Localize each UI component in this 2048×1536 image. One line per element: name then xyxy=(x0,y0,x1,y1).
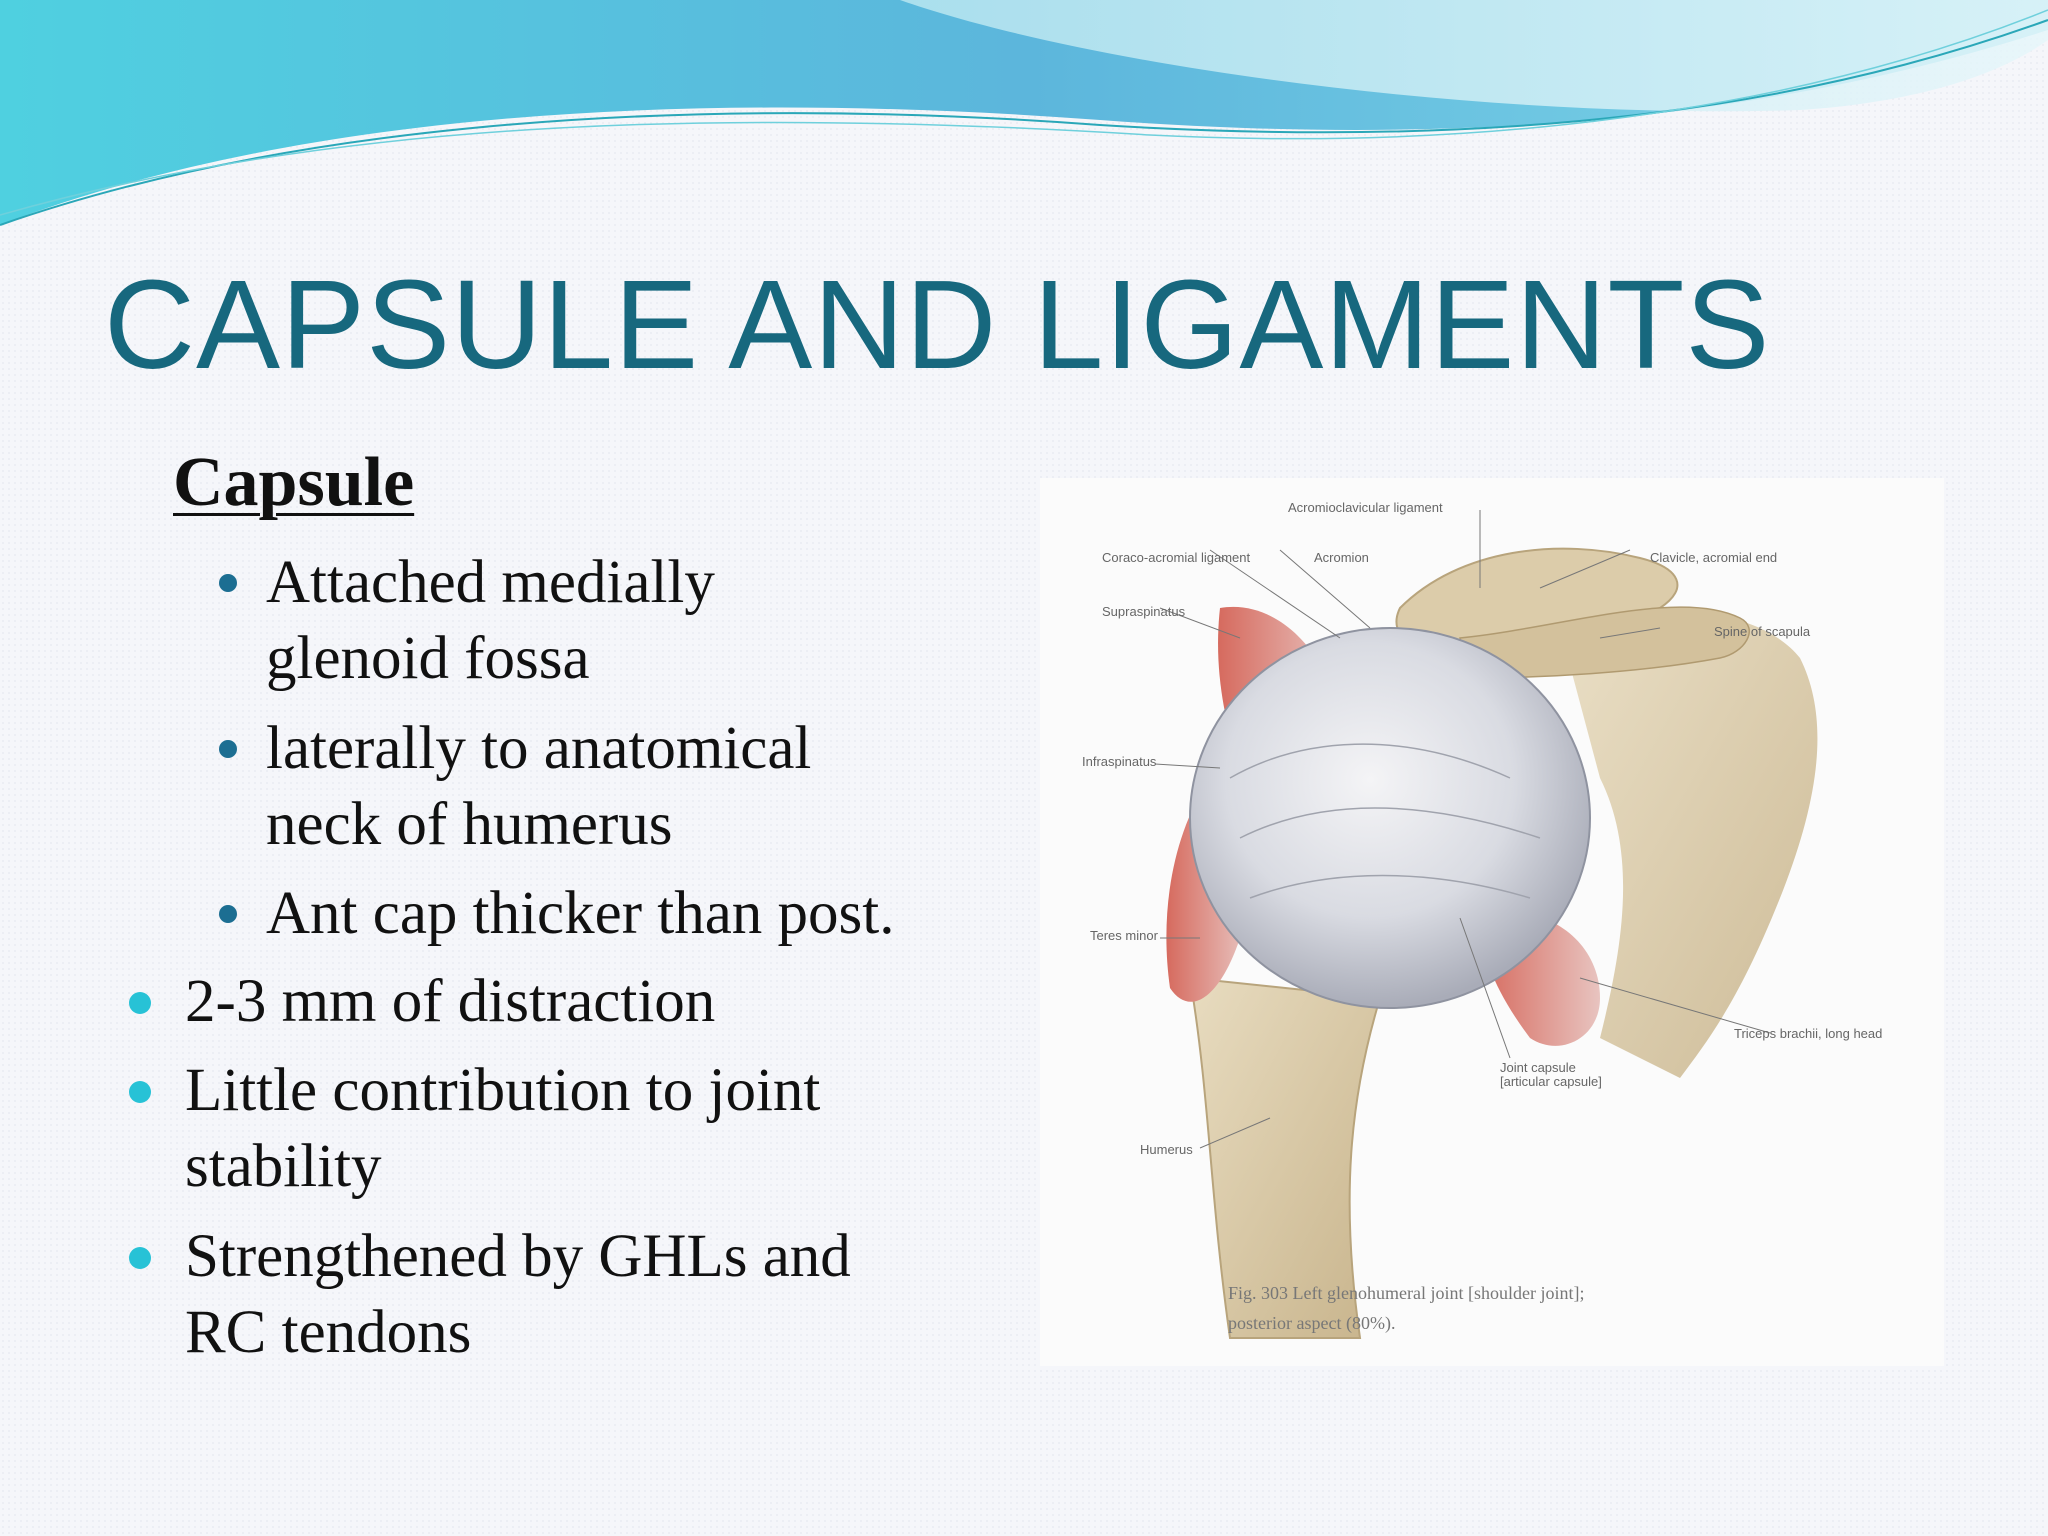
label-acromion: Acromion xyxy=(1314,550,1369,565)
sub-bullet-item: laterally to anatomical neck of humerus xyxy=(266,711,811,863)
bullet-dot xyxy=(219,905,237,923)
bullet-dot xyxy=(219,574,237,592)
caption-line: posterior aspect (80%). xyxy=(1228,1313,1396,1333)
bullet-list: Capsule Attached medially glenoid fossa … xyxy=(0,0,1000,1536)
bullet-line: Strengthened by GHLs and xyxy=(185,1223,851,1290)
bullet-dot xyxy=(129,1081,151,1103)
sub-bullet-item: Attached medially glenoid fossa xyxy=(266,545,715,697)
label-infraspinatus: Infraspinatus xyxy=(1082,754,1157,769)
bullet-line: neck of humerus xyxy=(266,791,673,858)
label-clavicle: Clavicle, acromial end xyxy=(1650,550,1778,565)
bullet-line: glenoid fossa xyxy=(266,625,590,692)
sub-bullet-item: Ant cap thicker than post. xyxy=(266,876,894,952)
label-humerus: Humerus xyxy=(1140,1142,1193,1157)
label-joint-capsule: Joint capsule xyxy=(1500,1060,1576,1075)
bullet-line: Ant cap thicker than post. xyxy=(266,880,895,947)
shoulder-anatomy-figure: Acromioclavicular ligament Coraco-acromi… xyxy=(1040,478,1944,1366)
bullet-line: 2-3 mm of distraction xyxy=(185,968,716,1035)
bullet-dot xyxy=(129,992,151,1014)
label-acromioclavicular-ligament: Acromioclavicular ligament xyxy=(1288,500,1443,515)
main-bullet-item: Strengthened by GHLs and RC tendons xyxy=(185,1219,851,1371)
caption-line: Fig. 303 Left glenohumeral joint [should… xyxy=(1228,1283,1585,1303)
slide-title: CAPSULE AND LIGAMENTS xyxy=(104,254,1771,395)
label-teres-minor: Teres minor xyxy=(1090,928,1158,943)
label-supraspinatus: Supraspinatus xyxy=(1102,604,1186,619)
main-bullet-item: 2-3 mm of distraction xyxy=(185,964,715,1040)
bullet-line: laterally to anatomical xyxy=(266,715,812,782)
bullet-line: Attached medially xyxy=(266,549,715,616)
bullet-line: Little contribution to joint xyxy=(185,1057,821,1124)
bullet-dot xyxy=(219,740,237,758)
bullet-line: RC tendons xyxy=(185,1299,472,1366)
label-spine-of-scapula: Spine of scapula xyxy=(1714,624,1811,639)
label-triceps-brachii: Triceps brachii, long head xyxy=(1734,1026,1883,1041)
figure-caption: Fig. 303 Left glenohumeral joint [should… xyxy=(1228,1278,1748,1338)
label-articular-capsule: [articular capsule] xyxy=(1500,1074,1602,1089)
main-bullet-item: Little contribution to joint stability xyxy=(185,1053,820,1205)
shoulder-illustration xyxy=(1154,510,1818,1339)
section-heading-capsule: Capsule xyxy=(173,444,415,521)
bullet-dot xyxy=(129,1247,151,1269)
bullet-line: stability xyxy=(185,1133,382,1200)
label-coraco-acromial-ligament: Coraco-acromial ligament xyxy=(1102,550,1251,565)
header-wave-decoration xyxy=(0,0,2048,226)
